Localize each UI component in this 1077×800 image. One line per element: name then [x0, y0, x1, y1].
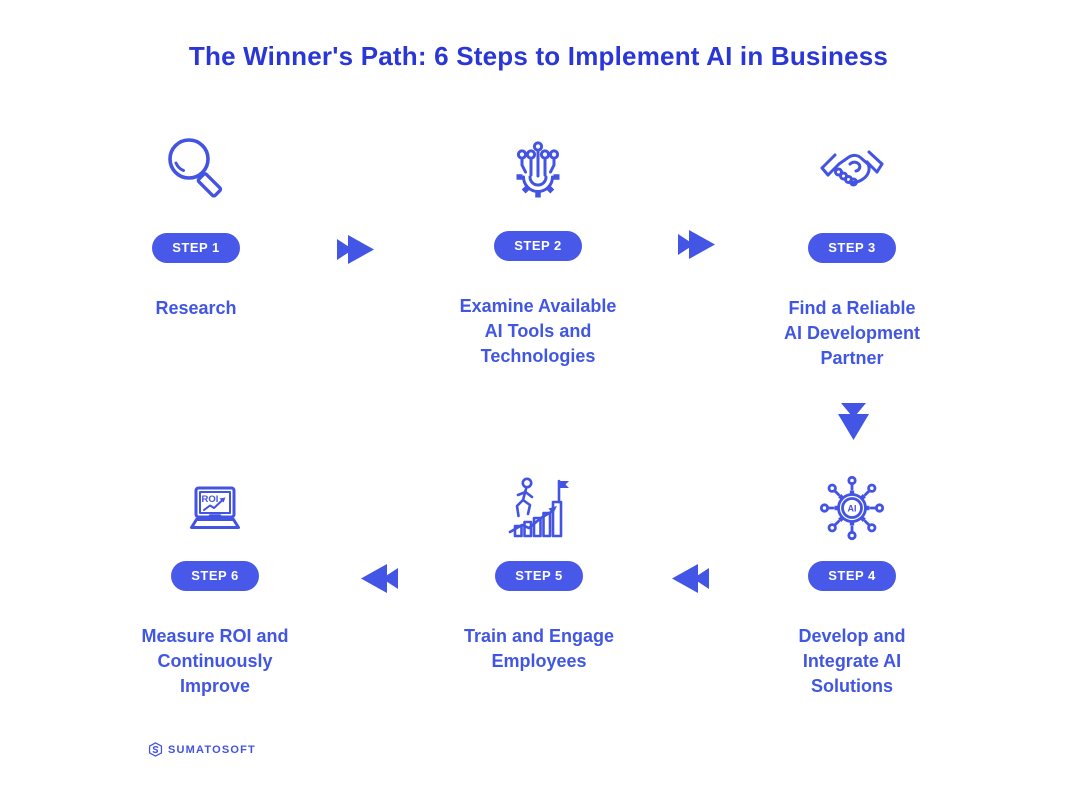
step-6-label: Measure ROI and Continuously Improve	[141, 624, 288, 699]
rewind-icon	[669, 563, 709, 594]
step-4-label-line: Integrate AI	[802, 651, 902, 671]
step-6-label-line: Continuously	[157, 651, 273, 671]
step-2-label: Examine Available AI Tools and Technolog…	[460, 294, 617, 369]
step-3-badge: STEP 3	[808, 233, 896, 263]
step-3-label: Find a Reliable AI Development Partner	[784, 296, 920, 371]
step-5-label-line: Train and Engage	[463, 626, 615, 646]
roi-laptop-icon: ROI	[179, 472, 251, 544]
step-2-label-line: Examine Available	[459, 296, 617, 316]
step-4-label-line: Develop and	[798, 626, 906, 646]
step-2-badge: STEP 2	[494, 231, 582, 261]
step-3-label-line: Find a Reliable	[788, 298, 916, 318]
step-6-badge: STEP 6	[171, 561, 259, 591]
growth-person-icon	[503, 472, 575, 544]
step-6-label-line: Measure ROI and	[141, 626, 289, 646]
step-1-label: Research	[155, 296, 236, 321]
step-2-label-line: AI Tools and	[484, 321, 592, 341]
step-4-label-line: Solutions	[811, 676, 893, 696]
double-down-icon	[837, 403, 870, 441]
handshake-icon	[816, 134, 888, 206]
rewind-icon	[358, 563, 398, 594]
step-2: STEP 2 Examine Available AI Tools and Te…	[408, 132, 668, 369]
sumatosoft-logo: SUMATOSOFT	[148, 742, 256, 757]
magnifier-icon	[160, 134, 232, 206]
fast-forward-icon	[337, 234, 377, 265]
step-5-label-line: Employees	[491, 651, 587, 671]
fast-forward-icon	[678, 229, 718, 260]
step-4-badge: STEP 4	[808, 561, 896, 591]
step-4-label: Develop and Integrate AI Solutions	[798, 624, 905, 699]
ai-network-icon: AI	[816, 472, 888, 544]
page-title: The Winner's Path: 6 Steps to Implement …	[188, 41, 889, 71]
step-3-label-line: AI Development	[783, 323, 921, 343]
roi-screen-text: ROI	[202, 494, 219, 505]
step-4: AI STEP 4 Develop and In	[722, 472, 982, 699]
sumatosoft-logo-text: SUMATOSOFT	[168, 743, 256, 756]
step-6: ROI STEP 6 Measure ROI and Continuously …	[85, 472, 345, 699]
gear-circuit-icon	[502, 132, 574, 204]
step-1: STEP 1 Research	[66, 134, 326, 321]
sumatosoft-logo-icon	[148, 742, 163, 757]
step-5-badge: STEP 5	[495, 561, 583, 591]
step-2-label-line: Technologies	[480, 346, 596, 366]
step-3-label-line: Partner	[820, 348, 884, 368]
ai-chip-text: AI	[848, 504, 857, 514]
step-1-label-line: Research	[155, 298, 237, 318]
step-6-label-line: Improve	[179, 676, 250, 696]
step-3: STEP 3 Find a Reliable AI Development Pa…	[722, 134, 982, 371]
step-5-label: Train and Engage Employees	[464, 624, 614, 674]
step-1-badge: STEP 1	[152, 233, 240, 263]
step-5: STEP 5 Train and Engage Employees	[409, 472, 669, 674]
